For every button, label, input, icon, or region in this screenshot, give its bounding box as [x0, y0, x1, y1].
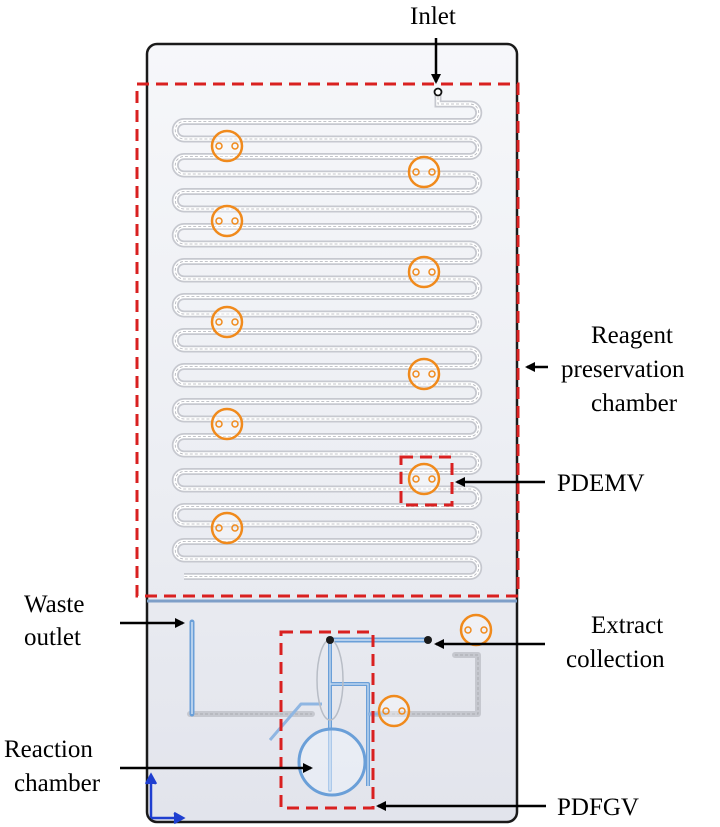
valve-circle-icon [210, 305, 244, 339]
valve-circle-icon [210, 407, 244, 441]
valve-circle-icon [210, 204, 244, 238]
valve-circle-icon [459, 613, 493, 647]
serpentine-channel [171, 92, 483, 580]
annotation-arrows [120, 38, 548, 811]
valve-circle-icon [407, 357, 441, 391]
label-reagent-2: preservation [561, 356, 685, 383]
serpentine-channel-center [174, 92, 480, 577]
valve-circle-icon [407, 462, 441, 496]
label-extract-1: Extract [591, 612, 663, 639]
extract-collection-port [424, 636, 432, 644]
valve-group [210, 129, 493, 728]
valve-circle-icon [377, 694, 411, 728]
reaction-chamber-shape [297, 727, 367, 797]
label-reaction-2: chamber [14, 770, 101, 797]
highlight-boxes [135, 82, 520, 810]
valve-circle-icon [407, 255, 441, 289]
label-extract-2: collection [566, 646, 665, 673]
label-reaction-1: Reaction [4, 736, 93, 763]
extract-port [326, 636, 334, 644]
text-labels: Inlet Reagent preservation chamber PDEMV… [4, 3, 685, 821]
label-pdfgv: PDFGV [557, 794, 639, 821]
label-pdemv: PDEMV [557, 470, 645, 497]
label-waste-2: outlet [24, 624, 81, 651]
pdfgv-highlight [279, 630, 375, 810]
inlet-port [433, 87, 443, 97]
valve-circle-icon [210, 129, 244, 163]
label-reagent-1: Reagent [591, 322, 673, 349]
label-inlet: Inlet [410, 3, 456, 30]
bottom-channel-network [187, 619, 481, 797]
label-waste-1: Waste [24, 591, 84, 618]
pdemv-highlight [399, 455, 454, 507]
valve-circle-icon [407, 155, 441, 189]
coordinate-axis-icon [144, 772, 186, 825]
reagent-chamber-highlight [135, 82, 520, 598]
valve-circle-icon [210, 511, 244, 545]
label-reagent-3: chamber [591, 390, 678, 417]
